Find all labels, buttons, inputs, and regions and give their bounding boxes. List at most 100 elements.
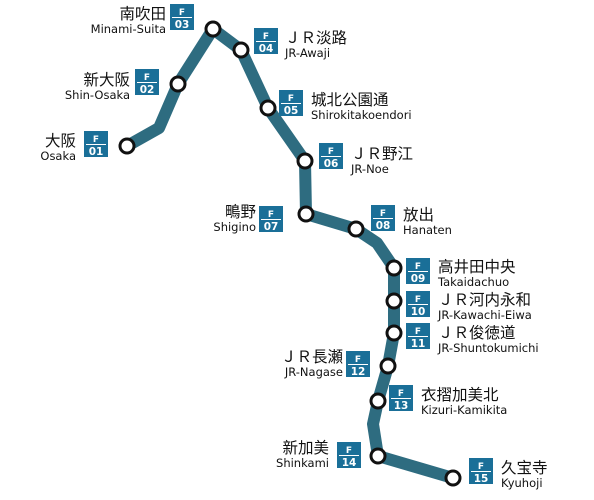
station-name-en: JR-Nagase [284,365,343,379]
station-code-number: 07 [264,221,279,233]
station-code-badge: F04 [254,28,278,55]
station-code-number: 05 [284,105,299,117]
station-code-letter: F [268,210,274,220]
station-name-jp: 放出 [403,206,434,224]
station-code-number: 08 [376,220,391,232]
station-code-badge: F05 [279,90,303,117]
station-code-badge: F12 [346,351,370,378]
station-code-badge: F08 [371,205,395,232]
station-name-en: Osaka [40,149,76,163]
station-code-letter: F [355,355,361,365]
station-name-en: Kizuri-Kamikita [421,403,507,417]
station-name-en: Shinkami [276,456,329,470]
station-node [369,392,387,410]
station-node [444,469,462,487]
station-code-badge: F01 [84,131,108,158]
station-name-jp: ＪＲ河内永和 [438,291,531,309]
station-code-badge: F11 [406,323,430,350]
station-name-jp: ＪＲ俊徳道 [438,324,516,342]
station-name-jp: 新加美 [282,439,329,457]
station-node [297,205,315,223]
station-code-number: 14 [342,457,357,469]
station-name-en: Shirokitakoendori [311,108,412,122]
station-code-badge: F02 [135,69,159,96]
station-code-letter: F [93,135,99,145]
station-code-letter: F [288,94,294,104]
station-code-letter: F [415,295,421,305]
station-code-number: 13 [394,400,409,412]
station-code-number: 04 [259,43,274,55]
station-name-en: JR-Awaji [284,46,330,60]
station-name-en: Shigino [213,220,256,234]
stations-layer: F01大阪OsakaF02新大阪Shin-OsakaF03南吹田Minami-S… [40,4,548,490]
station-name-jp: ＪＲ野江 [351,145,413,163]
station-code-number: 01 [89,146,104,158]
station-name-en: Hanaten [403,223,452,237]
station-code-badge: F03 [170,4,194,31]
station-code-letter: F [415,262,421,272]
station-code-number: 11 [411,338,426,350]
station-code-badge: F09 [406,258,430,285]
station-node [232,41,250,59]
station-node [118,137,136,155]
station-code-letter: F [478,462,484,472]
station-name-jp: 城北公園通 [311,91,389,109]
station-code-letter: F [328,147,334,157]
station-name-jp: 久宝寺 [501,459,548,477]
station-code-number: 12 [351,366,366,378]
station-name-en: JR-Kawachi-Eiwa [437,308,532,322]
station-name-jp: 衣摺加美北 [421,386,499,404]
station-name-jp: ＪＲ淡路 [285,29,348,47]
station-code-number: 15 [474,473,489,485]
station-code-badge: F14 [337,442,361,469]
station-code-number: 03 [175,19,190,31]
station-code-badge: F13 [389,385,413,412]
station-code-number: 02 [140,84,155,96]
station-name-en: JR-Shuntokumichi [437,341,539,355]
station-code-letter: F [380,209,386,219]
station-name-en: Takaidachuo [437,275,509,289]
station-code-badge: F15 [469,458,493,485]
station-code-badge: F06 [319,143,343,170]
station-name-en: Kyuhoji [501,476,543,490]
station-node [169,75,187,93]
station-code-letter: F [415,327,421,337]
station-name-jp: 新大阪 [83,71,130,89]
station-node [379,357,397,375]
station-name-en: JR-Noe [350,162,389,176]
station-name-jp: 鴫野 [225,203,257,221]
station-code-number: 10 [411,306,426,318]
station-code-letter: F [263,32,269,42]
station-name-jp: 高井田中央 [438,258,516,276]
station-node [259,99,277,117]
station-name-en: Minami-Suita [91,22,166,36]
station-code-letter: F [144,73,150,83]
station-code-number: 06 [324,158,339,170]
station-name-en: Shin-Osaka [65,88,130,102]
station-node [385,259,403,277]
station-node [347,220,365,238]
station-node [385,324,403,342]
station-name-jp: 大阪 [45,132,76,150]
station-node [369,447,387,465]
station-name-jp: 南吹田 [119,5,166,23]
station-code-letter: F [346,446,352,456]
station-code-badge: F10 [406,291,430,318]
station-code-letter: F [398,389,404,399]
